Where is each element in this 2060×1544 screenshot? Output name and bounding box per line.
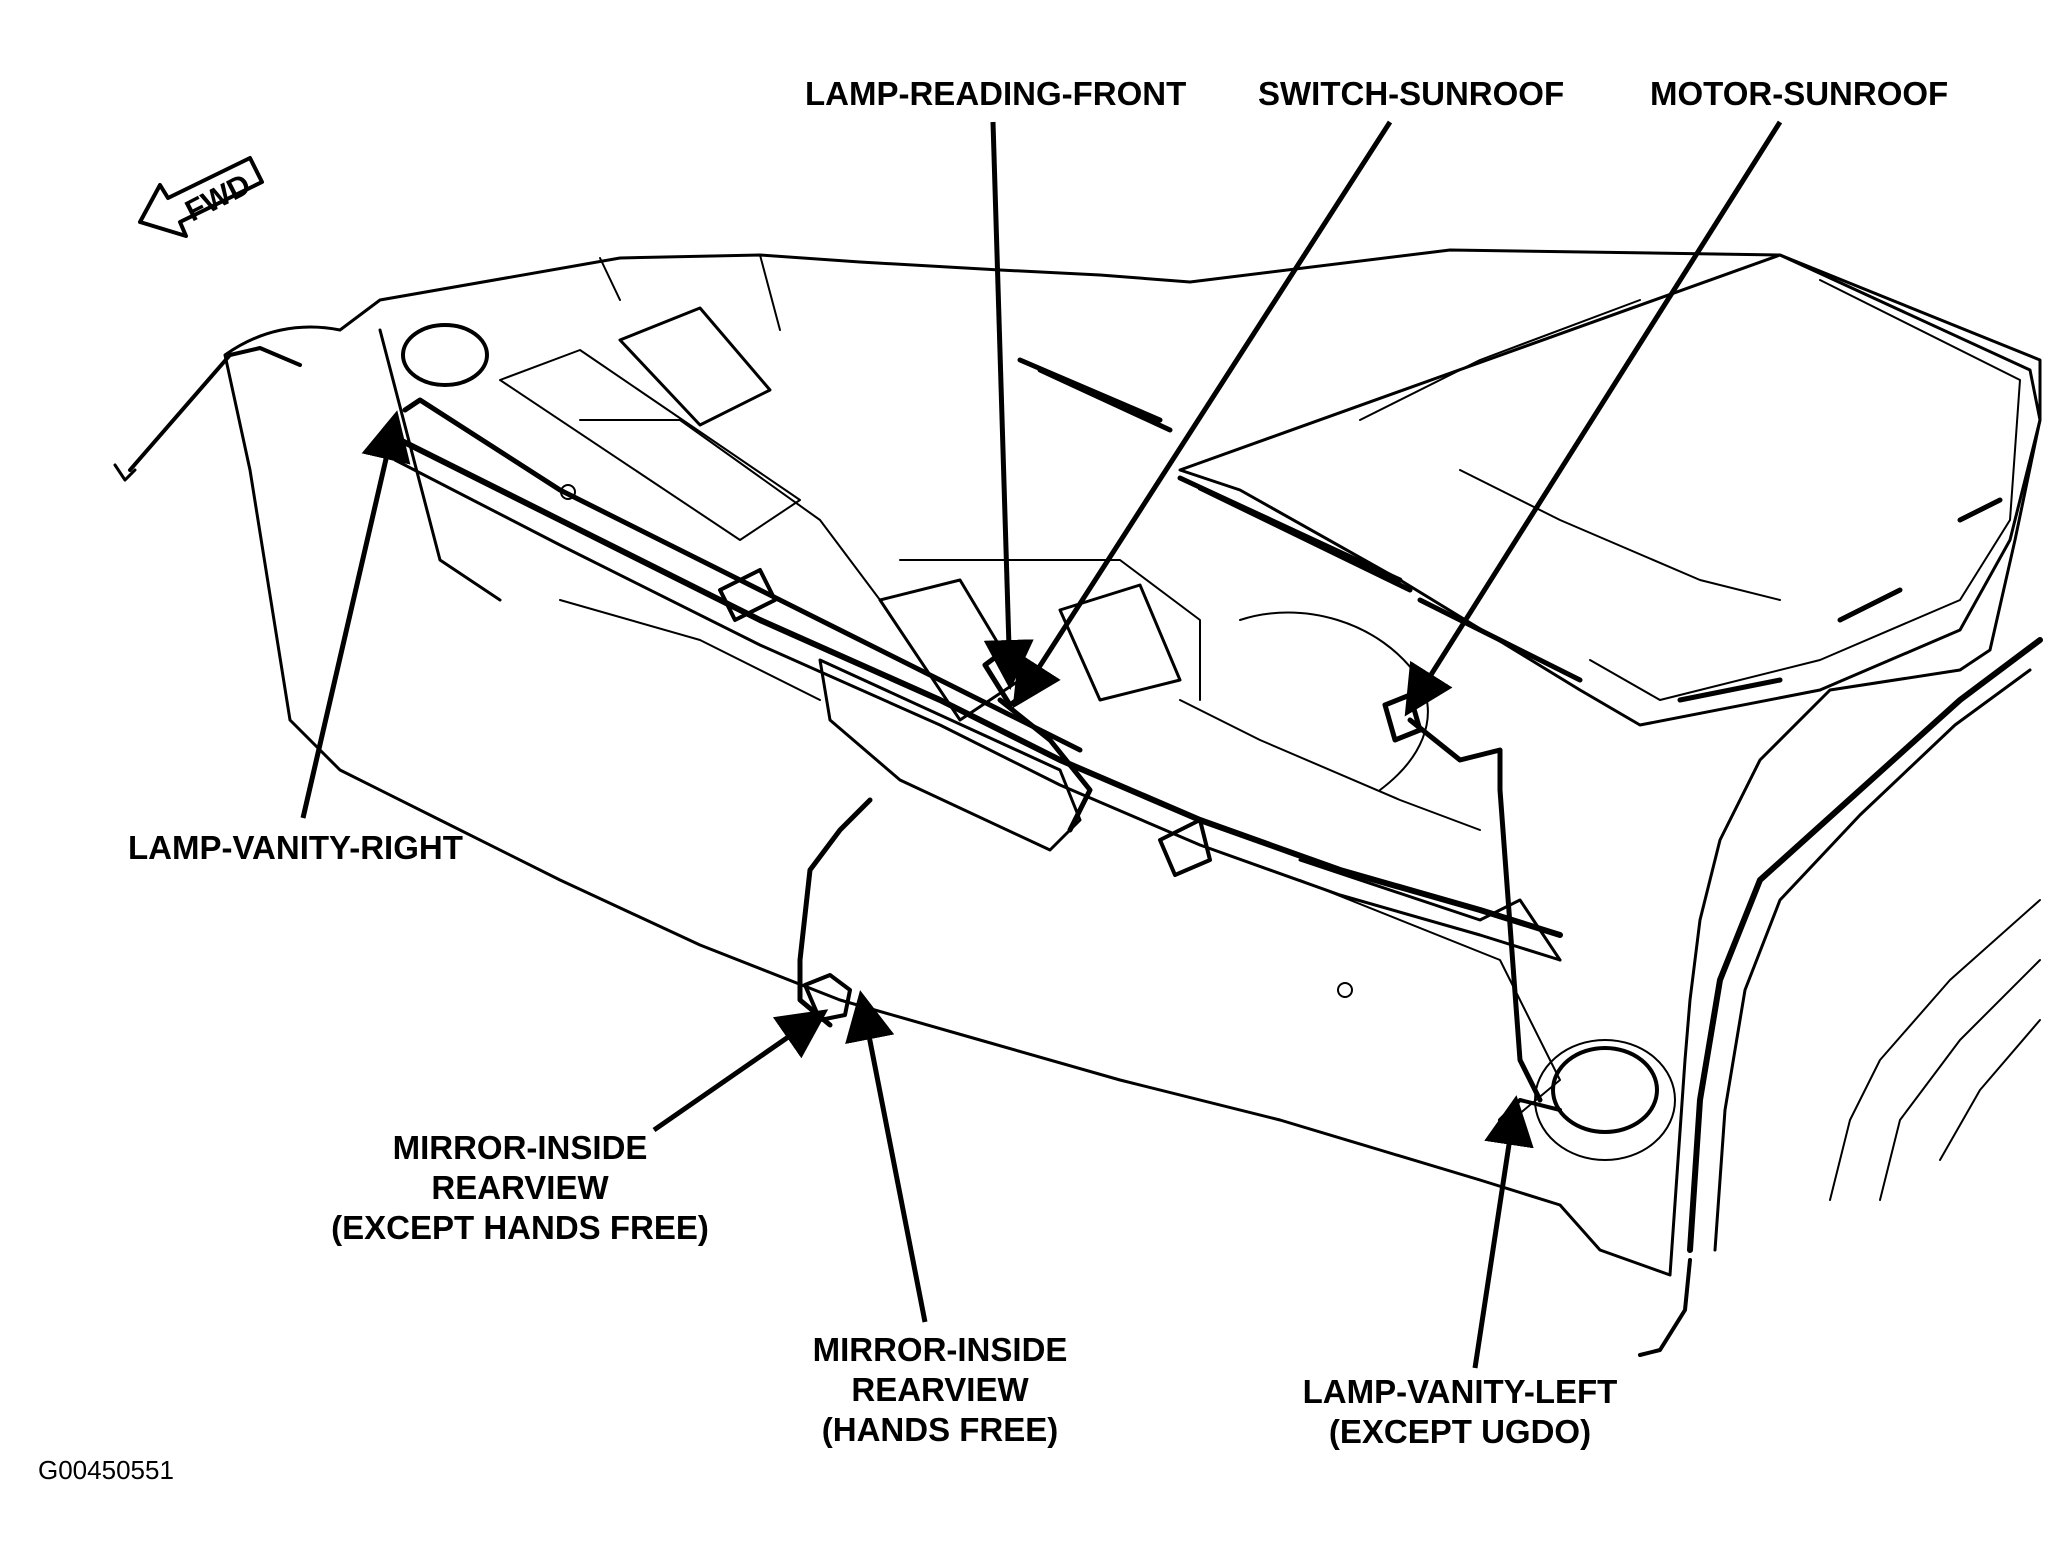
label-mirror-hands-free: MIRROR-INSIDE REARVIEW (HANDS FREE) (790, 1330, 1090, 1450)
label-motor-sunroof: MOTOR-SUNROOF (1650, 75, 1949, 112)
headliner-panel (113, 248, 2043, 1357)
arrow-motor-sunroof (1404, 120, 1783, 717)
label-mirror-except-line2: REARVIEW (431, 1169, 609, 1206)
arrow-lamp-vanity-right (300, 410, 411, 819)
figure-id: G00450551 (38, 1455, 174, 1485)
label-lamp-reading-front: LAMP-READING-FRONT (805, 75, 1187, 112)
label-mirror-hands-free-line1: MIRROR-INSIDE (812, 1331, 1068, 1368)
label-mirror-except-line1: MIRROR-INSIDE (392, 1129, 648, 1166)
label-mirror-except-hands-free: MIRROR-INSIDE REARVIEW (EXCEPT HANDS FRE… (320, 1128, 720, 1248)
label-lamp-vanity-right: LAMP-VANITY-RIGHT (128, 829, 463, 866)
label-lamp-vanity-left-line1: LAMP-VANITY-LEFT (1302, 1373, 1618, 1410)
leader-arrows (300, 120, 1783, 1369)
arrow-mirror-hands-free (845, 990, 928, 1323)
fwd-arrow-icon: FWD (138, 156, 264, 238)
arrow-mirror-except (652, 1009, 829, 1133)
label-lamp-vanity-left: LAMP-VANITY-LEFT (EXCEPT UGDO) (1290, 1372, 1630, 1452)
label-mirror-hands-free-line3: (HANDS FREE) (821, 1411, 1059, 1448)
label-switch-sunroof: SWITCH-SUNROOF (1258, 75, 1565, 112)
label-lamp-vanity-left-line2: (EXCEPT UGDO) (1328, 1413, 1592, 1450)
arrow-lamp-vanity-left (1472, 1095, 1534, 1369)
label-mirror-except-line3: (EXCEPT HANDS FREE) (331, 1209, 709, 1246)
arrow-switch-sunroof (1012, 120, 1393, 709)
label-mirror-hands-free-line2: REARVIEW (851, 1371, 1029, 1408)
arrow-lamp-reading-front (983, 121, 1034, 690)
